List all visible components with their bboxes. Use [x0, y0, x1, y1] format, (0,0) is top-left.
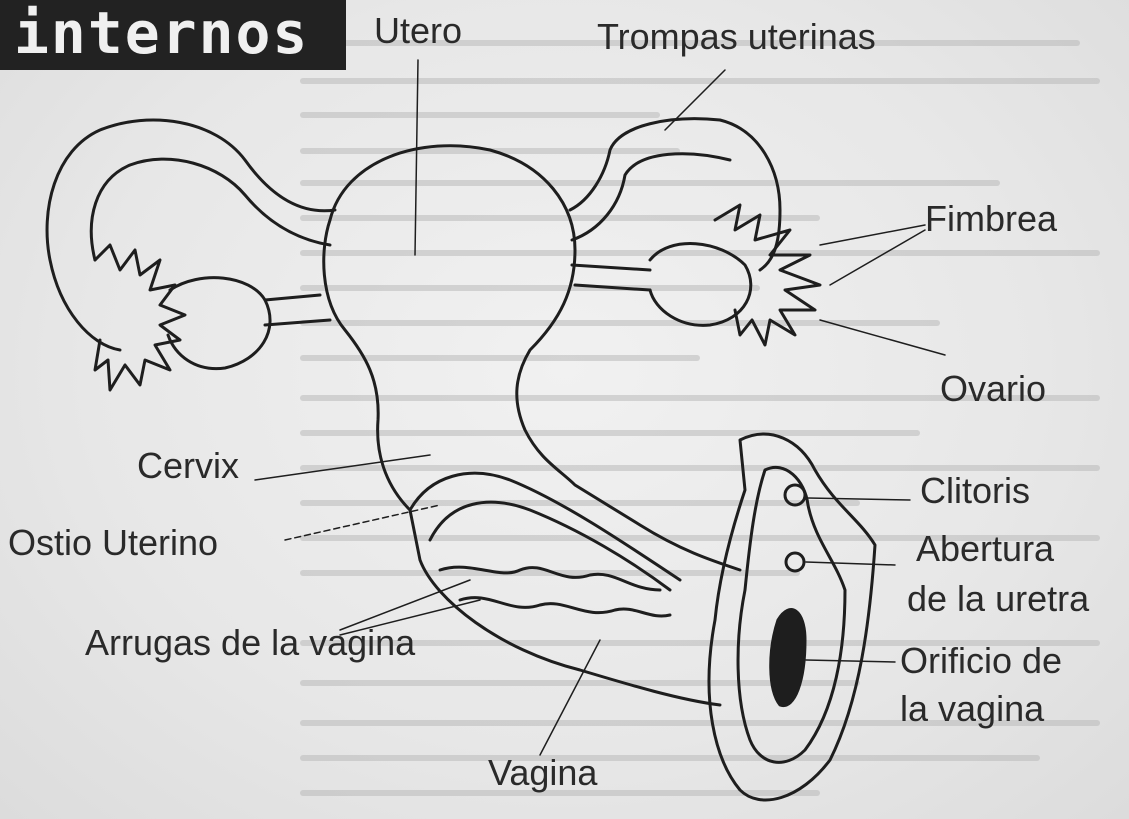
label-orificio-1: Orificio de — [900, 640, 1062, 682]
left-tube-inner — [91, 159, 330, 260]
vagina-canal-outer — [410, 473, 680, 580]
leader-fimbrea-1 — [820, 225, 925, 245]
leader-ovario — [820, 320, 945, 355]
vagina-rugae — [440, 567, 660, 590]
uterus-body — [330, 146, 740, 570]
label-trompas: Trompas uterinas — [597, 16, 876, 58]
label-fimbrea: Fimbrea — [925, 198, 1057, 240]
label-clitoris: Clitoris — [920, 470, 1030, 512]
right-ligament — [572, 265, 650, 290]
right-tube — [570, 119, 780, 270]
leader-utero — [415, 60, 418, 255]
right-tube-inner — [572, 154, 730, 240]
clitoris-mark — [785, 485, 805, 505]
left-ligament — [265, 295, 330, 325]
label-orificio-2: la vagina — [900, 688, 1044, 730]
label-abertura-1: Abertura — [916, 528, 1054, 570]
left-ovary — [168, 278, 270, 369]
right-fimbriae — [715, 205, 820, 345]
leader-orificio — [806, 660, 895, 662]
leader-vagina — [540, 640, 600, 755]
vagina-opening — [771, 610, 805, 706]
leader-ostio — [285, 505, 440, 540]
label-cervix: Cervix — [137, 445, 239, 487]
label-abertura-2: de la uretra — [907, 578, 1089, 620]
right-ovary — [650, 244, 751, 326]
vagina-canal-inner — [430, 502, 670, 590]
label-vagina: Vagina — [488, 752, 597, 794]
leader-fimbrea-2 — [830, 230, 925, 285]
vagina-rugae-2 — [460, 598, 670, 616]
label-ostio: Ostio Uterino — [8, 522, 218, 564]
label-ovario: Ovario — [940, 368, 1046, 410]
left-fimbriae — [95, 245, 185, 390]
label-utero: Utero — [374, 10, 462, 52]
leader-clitoris — [808, 498, 910, 500]
leader-cervix — [255, 455, 430, 480]
label-arrugas: Arrugas de la vagina — [85, 622, 415, 664]
urethra-opening — [786, 553, 804, 571]
leader-abertura — [806, 562, 895, 565]
